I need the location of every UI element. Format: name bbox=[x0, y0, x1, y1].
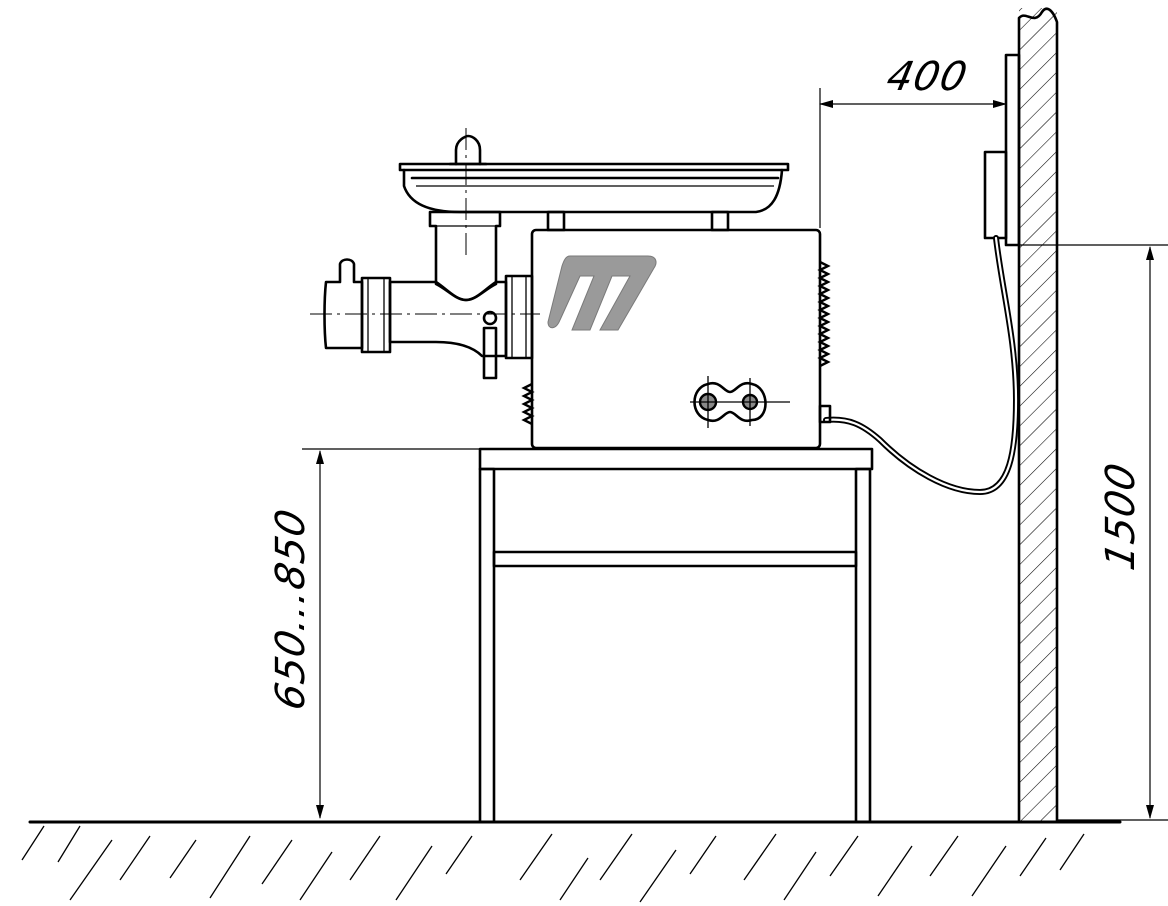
vent-slots-right bbox=[817, 260, 831, 368]
dimension-wall-gap: 400 bbox=[819, 52, 1007, 228]
dimension-socket-height: 1500 bbox=[1019, 244, 1168, 821]
dimension-wall-gap-label: 400 bbox=[883, 52, 972, 99]
switch-plate bbox=[690, 376, 790, 428]
brand-logo: M bbox=[547, 255, 657, 331]
vent-slots-left bbox=[521, 382, 535, 426]
grinder-head bbox=[310, 210, 540, 380]
dimension-table-height-label: 650...850 bbox=[266, 504, 313, 714]
wall bbox=[1017, 7, 1059, 824]
wall-socket bbox=[983, 53, 1021, 247]
dimension-table-height: 650...850 bbox=[266, 448, 480, 819]
floor bbox=[21, 820, 1122, 903]
motor-housing: M bbox=[521, 228, 831, 450]
table bbox=[478, 447, 874, 824]
floor-hatching bbox=[21, 825, 1085, 903]
power-cable bbox=[818, 235, 1020, 496]
hopper-tray bbox=[398, 128, 790, 260]
dimension-socket-height-label: 1500 bbox=[1096, 458, 1143, 574]
